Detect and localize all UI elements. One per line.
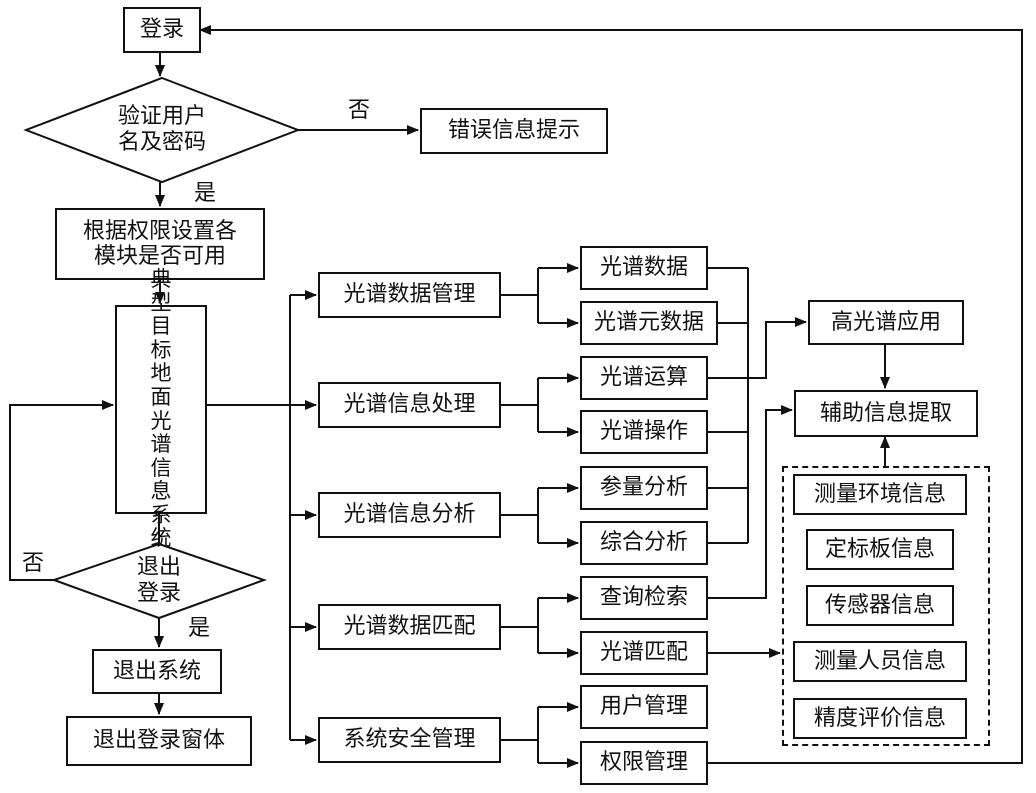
error-box: 错误信息提示	[420, 108, 608, 154]
exit-window-box: 退出登录窗体	[66, 716, 252, 766]
sub-permission-management: 权限管理	[580, 741, 708, 785]
measurement-environment-info: 测量环境信息	[793, 474, 967, 515]
auxiliary-info-group	[782, 466, 990, 746]
sub-comprehensive-analysis: 综合分析	[580, 521, 708, 565]
module-spectral-info-processing: 光谱信息处理	[318, 382, 501, 428]
verify-diamond	[23, 76, 301, 184]
sub-spectral-calculation: 光谱运算	[580, 356, 708, 400]
edge-query-aux	[708, 405, 793, 599]
sub-parameter-analysis: 参量分析	[580, 466, 708, 510]
sub-user-management: 用户管理	[580, 685, 708, 729]
login-box: 登录	[123, 7, 201, 53]
verify-yes-label: 是	[194, 181, 217, 206]
edge-perm-login	[199, 25, 1023, 764]
logout-no-label: 否	[22, 551, 45, 576]
module-spectral-data-management: 光谱数据管理	[318, 272, 501, 318]
verify-decision: 验证用户 名及密码	[117, 103, 206, 155]
exit-system-box: 退出系统	[92, 649, 222, 694]
edge-logout-no-loop	[9, 400, 114, 581]
sub-spectral-metadata: 光谱元数据	[580, 301, 718, 345]
calibration-board-info: 定标板信息	[806, 529, 954, 570]
sub-spectral-operation: 光谱操作	[580, 410, 708, 454]
module-spectral-data-matching: 光谱数据匹配	[318, 604, 501, 650]
sensor-info: 传感器信息	[806, 585, 954, 626]
permission-setting-box: 根据权限设置各 模块是否可用	[55, 208, 265, 280]
system-box: 典 型 目 标 地 面 光 谱 信 息 系 统	[115, 268, 207, 550]
hyperspectral-application-box: 高光谱应用	[808, 300, 964, 345]
measurement-staff-info: 测量人员信息	[793, 641, 967, 682]
module-spectral-info-analysis: 光谱信息分析	[318, 492, 501, 538]
logout-yes-label: 是	[188, 616, 211, 641]
logout-decision: 退出 登录	[136, 554, 181, 606]
sub-spectral-matching: 光谱匹配	[580, 631, 708, 675]
sub-query-search: 查询检索	[580, 576, 708, 620]
sub-spectral-data: 光谱数据	[580, 246, 708, 290]
auxiliary-info-extraction-box: 辅助信息提取	[794, 390, 978, 437]
verify-no-label: 否	[348, 98, 371, 123]
module-system-security: 系统安全管理	[318, 717, 501, 763]
accuracy-evaluation-info: 精度评价信息	[793, 698, 967, 739]
edge-collector-hyper	[748, 317, 807, 379]
